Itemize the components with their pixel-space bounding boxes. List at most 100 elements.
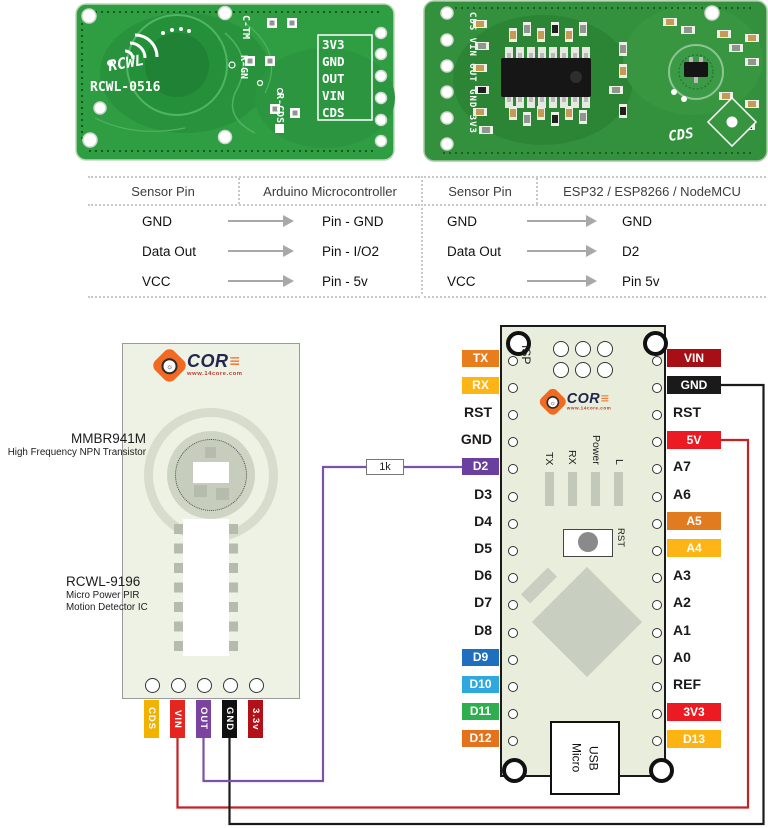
usb-label: Micro <box>569 743 584 773</box>
col-target: ESP32 / ESP8266 / NodeMCU <box>563 183 741 199</box>
brand-name: COR <box>187 351 229 371</box>
table-row: Data Out Pin - I/O2 <box>88 236 420 266</box>
led-bar <box>614 472 623 506</box>
table-row: VCC Pin 5v <box>424 266 766 296</box>
pcb-front-photo: RCWL RCWL-0516 C-TM R-GN R-CDS <box>75 3 395 166</box>
pin-hole <box>652 681 662 692</box>
pin-hole <box>171 678 186 693</box>
sensor-pin-out: OUT <box>196 700 211 738</box>
corner-diamond <box>706 96 758 148</box>
pin-hole <box>508 681 518 692</box>
arduino-pin-d5: D5 <box>474 539 492 556</box>
cell-sensor: Data Out <box>142 243 197 259</box>
npn-transistor <box>193 462 229 483</box>
arduino-pin-a0: A0 <box>673 648 691 665</box>
pin-hole <box>508 409 518 420</box>
led-label-l: L <box>613 459 625 465</box>
sensor-pin-vin: VIN <box>170 700 185 738</box>
table-row: Data Out D2 <box>424 236 766 266</box>
cell-target: Pin - I/O2 <box>322 243 380 259</box>
reset-label: RST <box>615 528 626 547</box>
arduino-nano-board: ISP ☼ COR≡ www.14core.com TX RX Power L … <box>500 325 674 795</box>
brand-e: ≡ <box>229 351 241 371</box>
svg-text:OUT: OUT <box>322 71 345 86</box>
reset-button-cap <box>578 532 598 552</box>
arduino-pin-d11: D11 <box>462 703 499 721</box>
transistor-zone <box>668 44 724 102</box>
pin-hole <box>508 627 518 638</box>
pin-hole <box>652 627 662 638</box>
cell-target: Pin 5v <box>622 273 660 289</box>
arrow-right-icon <box>228 245 294 257</box>
arrow-right-icon <box>228 275 294 287</box>
wire-data-purple <box>202 465 462 783</box>
arduino-pin-d6: D6 <box>474 567 492 584</box>
mount-hole <box>649 758 674 783</box>
arrow-right-icon <box>527 275 597 287</box>
isp-pin <box>575 341 591 357</box>
isp-pin <box>575 362 591 378</box>
table-header: Sensor Pin Arduino Microcontroller <box>88 176 420 206</box>
arduino-pin-d12: D12 <box>462 730 499 748</box>
table-header: Sensor Pin ESP32 / ESP8266 / NodeMCU <box>424 176 766 206</box>
pin-hole <box>508 491 518 502</box>
arduino-pin-a4: A4 <box>667 539 721 558</box>
arduino-pin-d4: D4 <box>474 512 492 529</box>
sensor-pin-3.3v: 3.3v <box>248 700 263 738</box>
wire-gnd-black <box>228 383 765 826</box>
pin-hole <box>652 355 662 366</box>
pcb-back-photo: CDS VIN OUT GND 3V3 <box>423 0 768 167</box>
wiring-table-arduino: Sensor Pin Arduino Microcontroller GND P… <box>88 176 420 298</box>
pin-hole <box>508 654 518 665</box>
arrow-right-icon <box>527 215 597 227</box>
brand-name: COR <box>566 390 600 407</box>
col-sensor-pin: Sensor Pin <box>88 178 240 204</box>
annotation-line: Micro Power PIR <box>66 590 140 601</box>
cell-sensor: GND <box>142 213 172 229</box>
smd-components <box>473 18 759 134</box>
arduino-pin-rx: RX <box>462 376 499 394</box>
cds-label: CDS <box>667 126 694 145</box>
arduino-pin-rst: RST <box>464 403 492 420</box>
core-logo: ☼ COR≡ www.14core.com <box>150 346 243 385</box>
arduino-pin-tx: TX <box>462 349 499 367</box>
pin-hole <box>508 437 518 448</box>
col-target: Arduino Microcontroller <box>263 183 397 199</box>
pin-hole <box>652 382 662 393</box>
rcwl-ic-chip <box>501 47 591 108</box>
wire-5v-red <box>176 438 750 809</box>
pin-hole <box>249 678 264 693</box>
arduino-pin-gnd: GND <box>667 376 721 395</box>
led-label-rx: RX <box>566 450 578 465</box>
arrow-right-icon <box>527 245 597 257</box>
mount-hole <box>502 758 527 783</box>
component-label-rcds: R-CDS <box>274 93 285 123</box>
col-sensor-pin: Sensor Pin <box>424 178 538 204</box>
table-row: GND GND <box>424 206 766 236</box>
arduino-pin-d2: D2 <box>462 458 499 476</box>
pin-hole <box>508 464 518 475</box>
mount-holes <box>81 5 388 148</box>
arduino-pin-5v: 5V <box>667 430 721 449</box>
pin-hole <box>652 464 662 475</box>
pcb-model-text: RCWL-0516 <box>90 80 161 95</box>
arduino-pin-a2: A2 <box>673 594 691 611</box>
component-label-rgn: R-GN <box>238 55 249 79</box>
rcwl-logo-arcs <box>124 33 159 60</box>
led-bar <box>545 472 554 506</box>
cell-sensor: GND <box>447 213 477 229</box>
arduino-pin-a5: A5 <box>667 512 721 531</box>
arduino-pin-d3: D3 <box>474 485 492 502</box>
annotation-line: Motion Detector IC <box>66 602 148 613</box>
mount-hole <box>506 331 531 356</box>
arrow-right-icon <box>228 215 294 227</box>
pin-hole <box>652 736 662 747</box>
annotation-title: RCWL-9196 <box>66 574 141 589</box>
svg-text:GND: GND <box>322 54 345 69</box>
edge-pin-text: CDS VIN OUT GND 3V3 <box>467 12 477 134</box>
svg-text:3V3: 3V3 <box>322 37 345 52</box>
pin-hole <box>652 654 662 665</box>
pin-hole <box>652 573 662 584</box>
led-label-power: Power <box>590 435 602 465</box>
isp-pin <box>597 341 613 357</box>
